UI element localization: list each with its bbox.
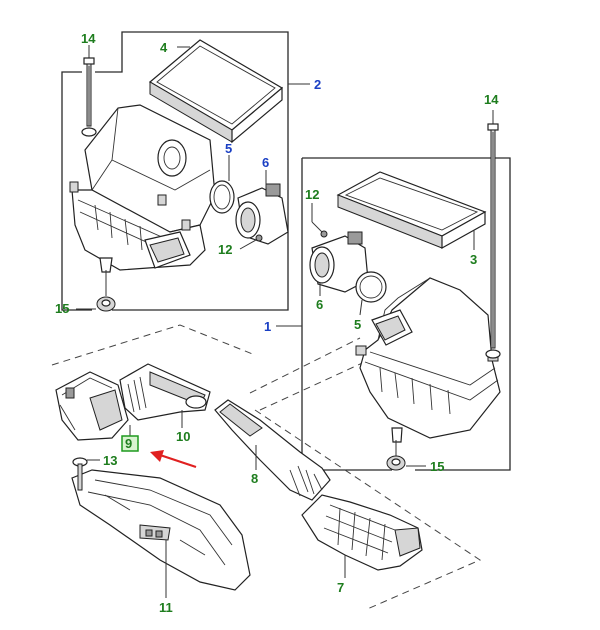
- callout-2: 2: [314, 77, 321, 92]
- callout-6-right: 6: [316, 297, 323, 312]
- callout-4: 4: [160, 40, 168, 55]
- callout-5-right: 5: [354, 317, 361, 332]
- red-pointer-arrow: [150, 450, 197, 469]
- right-seal-ring: [355, 271, 387, 316]
- upper-maf-sensor: [235, 170, 289, 245]
- long-intake-duct: [214, 399, 331, 501]
- callout-9: 9: [125, 436, 132, 451]
- callout-13: 13: [103, 453, 117, 468]
- right-air-box-housing: [355, 277, 501, 443]
- callout-14-left: 14: [81, 31, 96, 46]
- callout-3: 3: [470, 252, 477, 267]
- screw-13: [72, 457, 100, 491]
- callout-14-right: 14: [484, 92, 499, 107]
- right-bolt-14: [485, 110, 501, 359]
- upper-seal-ring: [209, 155, 235, 214]
- right-screw-12: [311, 203, 328, 238]
- callout-10: 10: [176, 429, 190, 444]
- upper-left-bolt-14: [81, 45, 97, 137]
- callout-7: 7: [337, 580, 344, 595]
- intake-duct-left-end: [55, 371, 129, 441]
- right-filter-element: [336, 171, 487, 250]
- callout-1: 1: [264, 319, 271, 334]
- right-grommet-15: [386, 440, 426, 471]
- resonator-duct: [301, 494, 423, 578]
- callout-12-upper: 12: [218, 242, 232, 257]
- right-maf-sensor: [309, 231, 369, 296]
- upper-screw-12: [239, 234, 263, 250]
- corrugated-duct: [119, 363, 211, 428]
- upper-left-grommet-15: [76, 270, 116, 312]
- callout-6-upper: 6: [262, 155, 269, 170]
- under-shield: [71, 469, 251, 598]
- callout-12-right: 12: [305, 187, 319, 202]
- callout-5-upper: 5: [225, 141, 232, 156]
- callout-8: 8: [251, 471, 258, 486]
- callout-11: 11: [159, 600, 173, 615]
- upper-left-group-frame: [61, 31, 289, 311]
- callout-15-right: 15: [430, 459, 444, 474]
- highlight-part-9: [121, 425, 139, 452]
- upper-filter-element: [148, 39, 284, 144]
- callout-15-left: 15: [55, 301, 69, 316]
- upper-air-box-housing: [69, 104, 216, 273]
